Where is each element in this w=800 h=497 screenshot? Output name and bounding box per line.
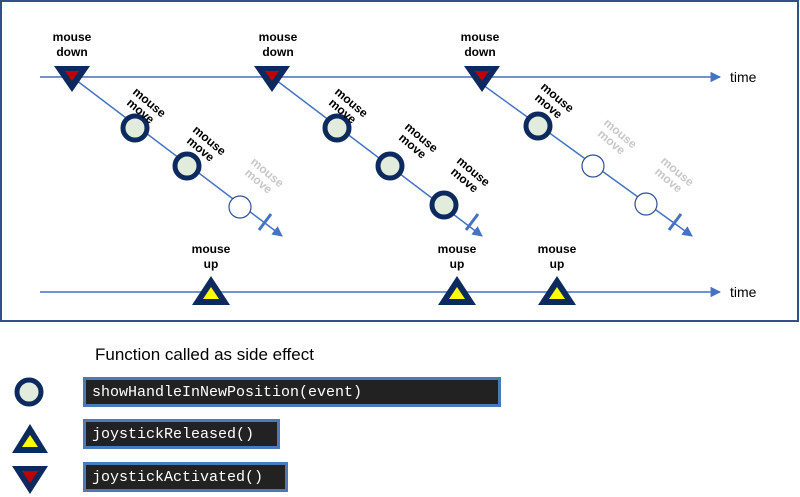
triangle-up-icon — [12, 424, 48, 453]
mouse-up-event-2: mouse up — [438, 242, 477, 305]
diagram-frame — [0, 0, 799, 322]
circle-icon — [322, 113, 352, 143]
svg-text:mouse: mouse — [259, 30, 298, 44]
mouse-move-1c-ignored: mouse move — [228, 155, 287, 219]
mouse-move-2c: mouse move — [429, 154, 493, 220]
svg-text:up: up — [550, 257, 565, 271]
complete-mark-2 — [464, 213, 480, 231]
svg-text:down: down — [56, 45, 87, 59]
svg-text:mouse: mouse — [438, 242, 477, 256]
legend-function-joystick-activated: joystickActivated() — [83, 462, 288, 492]
svg-text:up: up — [204, 257, 219, 271]
svg-text:mouse: mouse — [461, 30, 500, 44]
mouse-down-event-2: mouse down — [254, 30, 298, 92]
mouse-move-3a: mouse move — [523, 80, 577, 141]
circle-icon — [634, 192, 658, 216]
mouse-down-event-1: mouse down — [53, 30, 92, 92]
svg-text:up: up — [450, 257, 465, 271]
circle-icon — [375, 151, 405, 181]
circle-icon — [228, 195, 252, 219]
circle-icon — [172, 151, 202, 181]
circle-icon — [14, 377, 44, 407]
triangle-down-icon — [12, 466, 48, 494]
mouse-move-2b: mouse move — [375, 120, 441, 181]
legend-title: Function called as side effect — [95, 345, 314, 364]
mouse-move-1b: mouse move — [172, 123, 229, 181]
mouse-move-2a: mouse move — [322, 85, 371, 143]
circle-icon — [523, 111, 553, 141]
bottom-time-label: time — [730, 284, 757, 300]
svg-text:mouse: mouse — [53, 30, 92, 44]
top-time-label: time — [730, 69, 757, 85]
svg-text:mouse: mouse — [192, 242, 231, 256]
mouse-up-event-1: mouse up — [192, 242, 231, 305]
circle-icon — [581, 154, 605, 178]
svg-text:down: down — [262, 45, 293, 59]
complete-mark-3 — [667, 213, 683, 231]
complete-mark-1 — [257, 213, 273, 231]
mouse-move-3c-ignored: mouse move — [634, 154, 697, 216]
move-stream-3 — [471, 76, 693, 237]
legend-function-joystick-released: joystickReleased() — [83, 419, 280, 449]
circle-icon — [429, 190, 459, 220]
mouse-move-3b-ignored: mouse move — [581, 116, 640, 178]
svg-text:down: down — [464, 45, 495, 59]
mouse-move-1a: mouse move — [120, 85, 169, 143]
legend-function-show-handle: showHandleInNewPosition(event) — [83, 377, 501, 407]
mouse-down-event-3: mouse down — [461, 30, 500, 92]
circle-icon — [120, 113, 150, 143]
mouse-up-event-3: mouse up — [538, 242, 577, 305]
svg-text:mouse: mouse — [538, 242, 577, 256]
